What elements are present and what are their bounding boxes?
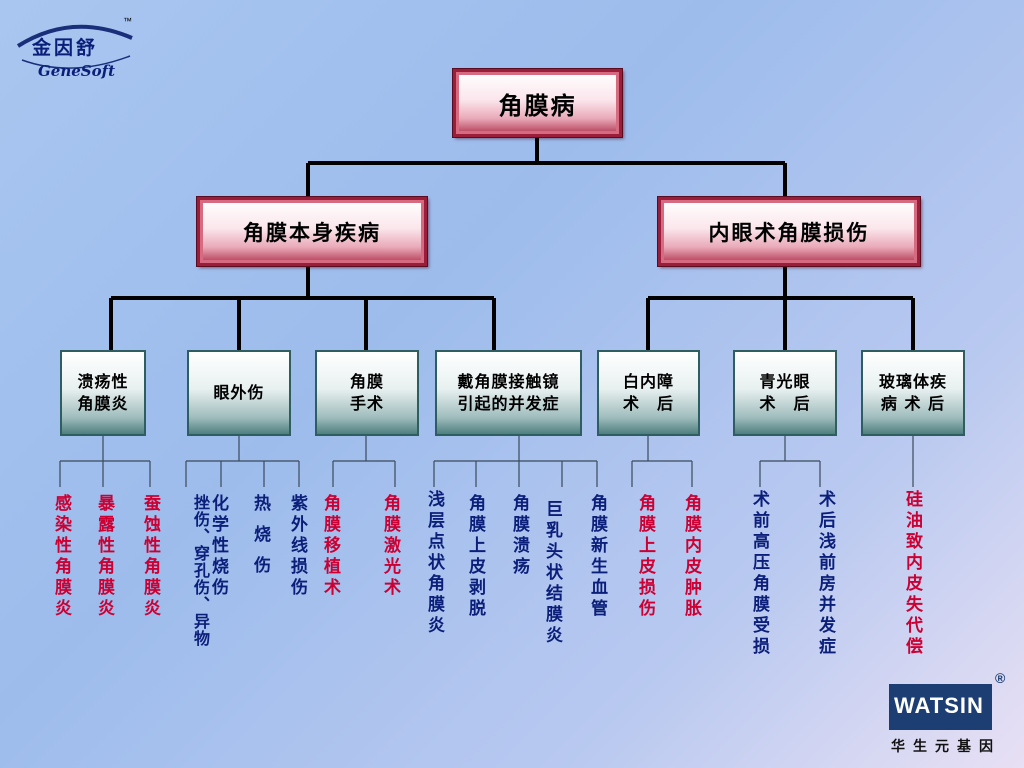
leaf-preop-hypertension: 术前高压角膜受损 [749,490,769,658]
leaf-uv-injury: 紫外线损伤 [287,494,307,599]
leaf-corneal-transplant: 角膜移植术 [320,494,340,599]
leaf-epithelial-abrasion: 角膜上皮剥脱 [465,494,485,620]
root-node: 角膜病 [452,68,623,138]
level2-node-corneal-surgery: 角膜 手术 [315,350,419,436]
trademark-mark: ™ [123,16,132,26]
leaf-neovascularization: 角膜新生血管 [587,494,607,620]
level2-label: 眼外伤 [213,383,265,402]
leaf-contusion-perforation: 挫伤、穿孔伤、异物 [191,494,210,647]
level2-label: 玻璃体疾 病 术 后 [878,372,947,413]
root-label: 角膜病 [498,90,577,120]
watsin-cn-text: 华生元基因 [891,739,1001,755]
leaf-silicone-oil: 硅油致内皮失代偿 [902,490,922,658]
genesoft-en-text: GeneSoft [38,62,116,80]
registered-mark: ® [995,670,1006,686]
leaf-thermal-burn: 热烧伤 [250,494,270,587]
leaf-superficial-punctate: 浅层点状角膜炎 [424,490,444,637]
level2-node-vitreous-surgery: 玻璃体疾 病 术 后 [861,350,965,436]
leaf-mooren-ulcer: 蚕蚀性角膜炎 [140,494,160,620]
leaf-shallow-chamber: 术后浅前房并发症 [815,490,835,658]
genesoft-logo-arc [16,24,133,69]
genesoft-cn-text: 金因舒 [32,37,99,59]
level1-label: 角膜本身疾病 [243,219,381,245]
leaf-corneal-laser: 角膜激光术 [380,494,400,599]
level2-node-contact-lens: 戴角膜接触镜 引起的并发症 [435,350,582,436]
genesoft-logo: 金因舒 GeneSoft ™ [12,16,137,82]
level2-node-cataract-surgery: 白内障 术 后 [597,350,700,436]
watsin-logo-text: WATSIN [894,693,984,718]
leaf-corneal-ulcer: 角膜溃疡 [509,494,529,578]
level2-node-eye-trauma: 眼外伤 [187,350,291,436]
level2-label: 角膜 手术 [349,372,384,413]
leaf-infectious-keratitis: 感染性角膜炎 [51,494,71,620]
watsin-logo: WATSIN ® 华生元基因 [885,666,1013,762]
level2-label: 青光眼 术 后 [759,372,811,413]
level2-node-ulcerative-keratitis: 溃疡性 角膜炎 [60,350,146,436]
watsin-logo-panel [889,684,992,730]
level2-label: 白内障 术 后 [622,372,674,413]
leaf-epithelial-damage: 角膜上皮损伤 [635,494,655,620]
level2-label: 戴角膜接触镜 引起的并发症 [457,372,560,413]
level1-label: 内眼术角膜损伤 [708,219,870,245]
leaf-chemical-burn: 化学性烧伤 [208,494,228,599]
level1-node-corneal-disease: 角膜本身疾病 [196,196,428,267]
leaf-endothelial-edema: 角膜内皮肿胀 [681,494,701,620]
leaf-giant-papillary: 巨乳头状结膜炎 [542,500,562,647]
level2-node-glaucoma-surgery: 青光眼 术 后 [733,350,837,436]
level2-label: 溃疡性 角膜炎 [77,372,129,413]
level1-node-intraocular-surgery: 内眼术角膜损伤 [657,196,921,267]
leaf-exposure-keratitis: 暴露性角膜炎 [94,494,114,620]
